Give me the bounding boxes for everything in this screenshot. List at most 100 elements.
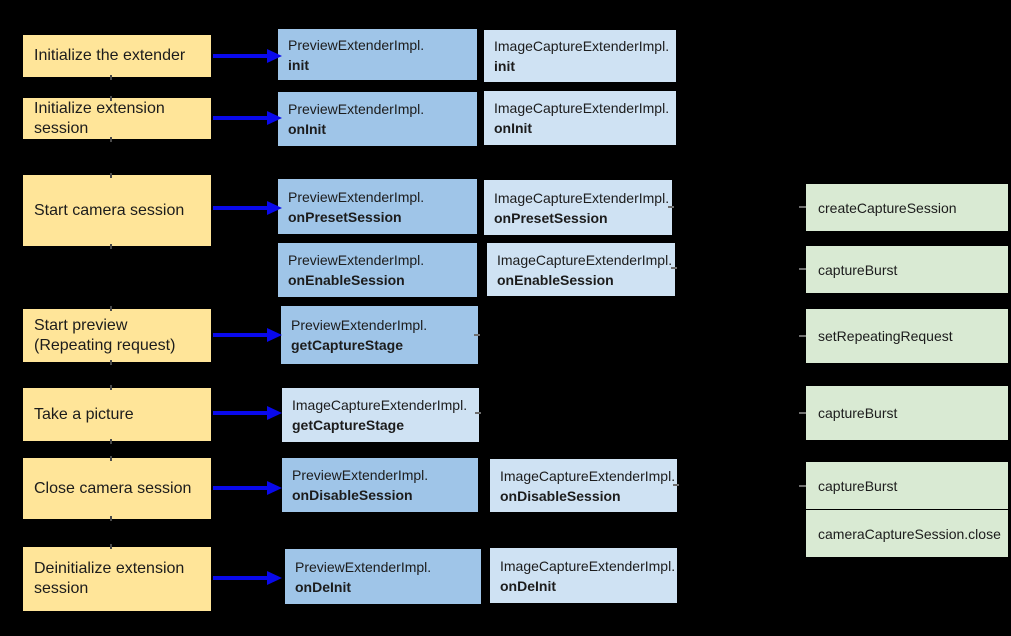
step-box-deinitialize-extension-session: Deinitialize extension session (23, 547, 211, 611)
step-box-initialize-extender: Initialize the extender (23, 35, 211, 77)
impl-class-name: PreviewExtenderImpl. (292, 467, 429, 483)
impl-box-preview-getcapturestage: PreviewExtenderImpl. getCaptureStage (281, 306, 478, 364)
camera2-call-label: cameraCaptureSession.close (818, 525, 1001, 542)
step-label: Initialize extension session (34, 99, 165, 137)
arrow-head-icon (267, 328, 282, 342)
arrow-shaft (213, 411, 270, 415)
impl-class-name: ImageCaptureExtenderImpl. (500, 467, 676, 484)
camera2-call-label: setRepeatingRequest (818, 328, 953, 344)
connector-tick (475, 412, 481, 414)
connector-tick (110, 306, 112, 311)
impl-box-capture-init: ImageCaptureExtenderImpl. init (484, 30, 676, 82)
impl-method-name: getCaptureStage (292, 417, 405, 433)
connector-tick (110, 456, 112, 461)
impl-box-preview-ondisablesession: PreviewExtenderImpl. onDisableSession (282, 458, 478, 512)
impl-box-preview-oninit: PreviewExtenderImpl. onInit (278, 92, 477, 146)
connector-tick (110, 360, 112, 365)
step-box-start-preview: Start preview (Repeating request) (23, 309, 211, 362)
connector-tick (110, 244, 112, 249)
step-box-initialize-extension-session: Initialize extension session (23, 98, 211, 139)
arrow-head-icon (267, 571, 282, 585)
impl-class-name: ImageCaptureExtenderImpl. (494, 189, 670, 206)
camera2-call-label: createCaptureSession (818, 199, 957, 216)
step-box-close-camera-session: Close camera session (23, 458, 211, 519)
step-box-start-camera-session: Start camera session (23, 175, 211, 246)
camera2-box-setrepeatingrequest: setRepeatingRequest (806, 309, 1008, 363)
impl-class-name: ImageCaptureExtenderImpl. (497, 251, 673, 268)
step-label: Initialize the extender (34, 47, 186, 64)
connector-tick (110, 173, 112, 178)
connector-tick (799, 335, 806, 337)
impl-method-name: onPresetSession (494, 209, 608, 226)
flow-arrow-4 (212, 328, 282, 342)
connector-tick (799, 412, 806, 414)
connector-tick (668, 206, 674, 208)
impl-class-name: ImageCaptureExtenderImpl. (292, 397, 468, 413)
flow-arrow-6 (212, 481, 282, 495)
arrow-head-icon (267, 49, 282, 63)
connector-tick (110, 137, 112, 142)
connector-tick (671, 267, 677, 269)
impl-class-name: PreviewExtenderImpl. (288, 36, 425, 53)
connector-tick (474, 334, 480, 336)
arrow-shaft (213, 576, 270, 580)
impl-class-name: ImageCaptureExtenderImpl. (494, 38, 670, 54)
impl-class-name: PreviewExtenderImpl. (295, 558, 432, 575)
impl-box-capture-onenablesession: ImageCaptureExtenderImpl. onEnableSessio… (487, 243, 675, 296)
camera2-box-createcapturesession: createCaptureSession (806, 184, 1008, 231)
step-label: Take a picture (34, 405, 134, 423)
impl-box-capture-ondisablesession: ImageCaptureExtenderImpl. onDisableSessi… (490, 459, 677, 512)
impl-method-name: onDisableSession (292, 487, 413, 503)
flow-arrow-2 (212, 111, 282, 125)
step-box-take-a-picture: Take a picture (23, 388, 211, 441)
impl-class-name: PreviewExtenderImpl. (288, 188, 425, 205)
camera2-call-label: captureBurst (818, 261, 898, 278)
impl-method-name: getCaptureStage (291, 337, 404, 353)
camera2-box-captureburst-2: captureBurst (806, 386, 1008, 440)
impl-method-name: onDeInit (295, 578, 351, 595)
impl-method-name: onDeInit (500, 577, 556, 594)
flow-arrow-5 (212, 406, 282, 420)
arrow-shaft (213, 206, 270, 210)
impl-class-name: PreviewExtenderImpl. (291, 317, 428, 333)
camera2-call-label: captureBurst (818, 405, 898, 421)
impl-class-name: ImageCaptureExtenderImpl. (500, 557, 676, 574)
impl-class-name: ImageCaptureExtenderImpl. (494, 100, 670, 116)
impl-box-preview-init: PreviewExtenderImpl. init (278, 29, 477, 80)
step-label: Start preview (Repeating request) (34, 316, 176, 354)
arrow-shaft (213, 54, 270, 58)
arrow-shaft (213, 116, 270, 120)
connector-tick (110, 544, 112, 549)
flow-arrow-7 (212, 571, 282, 585)
step-label: Deinitialize extension session (34, 560, 185, 597)
arrow-head-icon (267, 481, 282, 495)
connector-tick (799, 268, 806, 270)
arrow-shaft (213, 486, 270, 490)
impl-method-name: onPresetSession (288, 208, 402, 225)
camera2-box-captureburst-1: captureBurst (806, 246, 1008, 293)
connector-tick (673, 484, 679, 486)
arrow-head-icon (267, 406, 282, 420)
impl-class-name: PreviewExtenderImpl. (288, 252, 425, 268)
impl-box-preview-onenablesession: PreviewExtenderImpl. onEnableSession (278, 243, 477, 297)
flow-arrow-3 (212, 201, 282, 215)
arrow-shaft (213, 333, 270, 337)
impl-box-capture-oninit: ImageCaptureExtenderImpl. onInit (484, 91, 676, 145)
impl-box-capture-ondeinit: ImageCaptureExtenderImpl. onDeInit (490, 548, 677, 603)
impl-box-preview-ondeinit: PreviewExtenderImpl. onDeInit (285, 549, 481, 604)
camera2-box-captureburst-3: captureBurst (806, 462, 1008, 509)
connector-tick (110, 439, 112, 444)
flow-arrow-1 (212, 49, 282, 63)
impl-box-preview-onpresetsession: PreviewExtenderImpl. onPresetSession (278, 179, 477, 234)
impl-box-capture-getcapturestage: ImageCaptureExtenderImpl. getCaptureStag… (282, 388, 479, 442)
step-label: Close camera session (34, 479, 192, 497)
impl-method-name: init (288, 56, 309, 73)
connector-tick (799, 485, 806, 487)
connector-tick (110, 75, 112, 80)
arrow-head-icon (267, 201, 282, 215)
camera2-call-label: captureBurst (818, 477, 898, 494)
impl-method-name: onInit (288, 121, 327, 137)
step-label: Start camera session (34, 201, 185, 219)
impl-class-name: PreviewExtenderImpl. (288, 101, 425, 117)
